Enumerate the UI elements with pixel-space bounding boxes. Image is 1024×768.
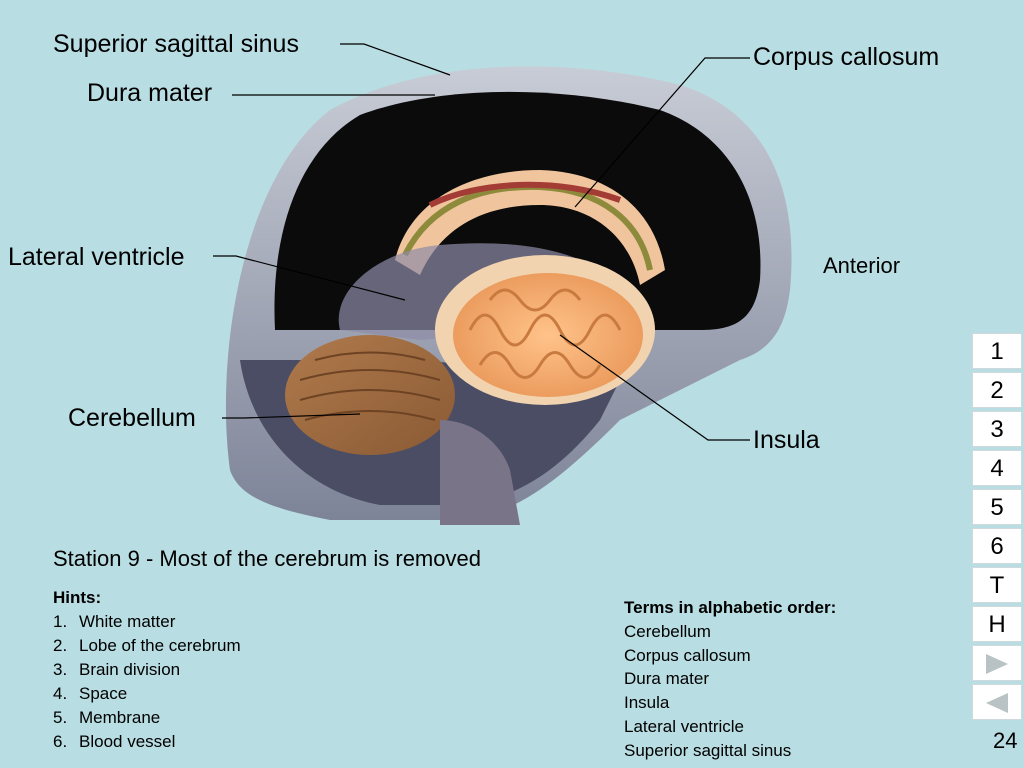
label-insula: Insula	[753, 426, 820, 454]
play-right-icon	[986, 654, 1008, 674]
page-number: 24	[993, 728, 1018, 753]
label-lateral-ventricle: Lateral ventricle	[8, 243, 185, 271]
term-item: Cerebellum	[624, 621, 711, 641]
term-item: Corpus callosum	[624, 645, 751, 665]
nav-button-6[interactable]: 6	[972, 528, 1022, 564]
nav-button-5[interactable]: 5	[972, 489, 1022, 525]
next-button[interactable]	[972, 645, 1022, 681]
label-cerebellum: Cerebellum	[68, 404, 196, 432]
brainstem-shape	[440, 420, 520, 525]
hint-item: 3.Brain division	[53, 660, 181, 679]
previous-button[interactable]	[972, 684, 1022, 720]
nav-button-3[interactable]: 3	[972, 411, 1022, 447]
hint-item: 2.Lobe of the cerebrum	[53, 636, 241, 655]
hint-item: 1.White matter	[53, 612, 176, 631]
label-dura-mater: Dura mater	[87, 79, 213, 107]
navigation-column: 1 2 3 4 5 6 T H	[972, 333, 1024, 723]
leader-lines	[213, 43, 750, 441]
label-superior-sagittal-sinus: Superior sagittal sinus	[53, 30, 299, 58]
terms-list: Terms in alphabetic order: Cerebellum Co…	[624, 596, 836, 763]
nav-button-hints[interactable]: H	[972, 606, 1022, 642]
hint-item: 4.Space	[53, 684, 128, 703]
nav-button-1[interactable]: 1	[972, 333, 1022, 369]
nav-button-terms[interactable]: T	[972, 567, 1022, 603]
term-item: Lateral ventricle	[624, 716, 745, 736]
terms-title: Terms in alphabetic order:	[624, 598, 837, 617]
label-corpus-callosum: Corpus callosum	[753, 43, 940, 71]
term-item: Superior sagittal sinus	[624, 740, 792, 760]
hint-item: 5.Membrane	[53, 708, 161, 727]
nav-button-2[interactable]: 2	[972, 372, 1022, 408]
term-item: Dura mater	[624, 669, 710, 689]
hints-list: Hints: 1.White matter 2.Lobe of the cere…	[53, 586, 241, 754]
hint-item: 6.Blood vessel	[53, 732, 176, 751]
station-caption: Station 9 - Most of the cerebrum is remo…	[53, 546, 481, 571]
hints-title: Hints:	[53, 588, 102, 607]
play-left-icon	[986, 693, 1008, 713]
nav-button-4[interactable]: 4	[972, 450, 1022, 486]
label-anterior: Anterior	[823, 253, 901, 278]
cerebellum-shape	[285, 335, 455, 455]
term-item: Insula	[624, 693, 670, 713]
